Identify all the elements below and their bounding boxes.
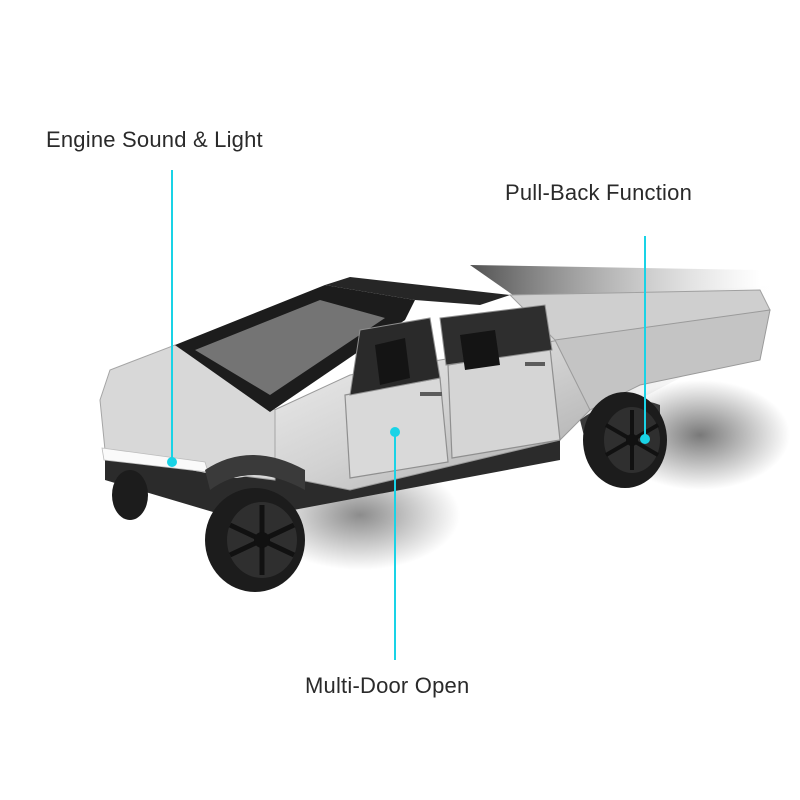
windshield-glass xyxy=(195,300,385,395)
far-front-wheel xyxy=(112,470,148,520)
interior-seat xyxy=(375,338,410,385)
front-wheel xyxy=(205,488,305,592)
front-door-handle xyxy=(420,392,442,396)
feature-label-engine-sound-light: Engine Sound & Light xyxy=(46,127,263,152)
feature-label-pull-back-function: Pull-Back Function xyxy=(505,180,693,205)
callout-line-multi-door xyxy=(394,432,396,660)
interior-seat-rear xyxy=(460,330,500,370)
body-rear xyxy=(554,309,771,411)
front-wheel-arch xyxy=(205,455,305,490)
rear-door-handle xyxy=(525,362,545,366)
callout-line-engine xyxy=(171,170,173,462)
rear-wheel xyxy=(583,392,667,488)
callout-line-pull-back xyxy=(644,236,646,438)
feature-label-multi-door-open: Multi-Door Open xyxy=(305,673,470,698)
callout-dot-pull-back xyxy=(640,434,650,444)
callout-dot-multi-door xyxy=(390,427,400,437)
roof xyxy=(325,277,510,305)
callout-dot-engine xyxy=(167,457,177,467)
